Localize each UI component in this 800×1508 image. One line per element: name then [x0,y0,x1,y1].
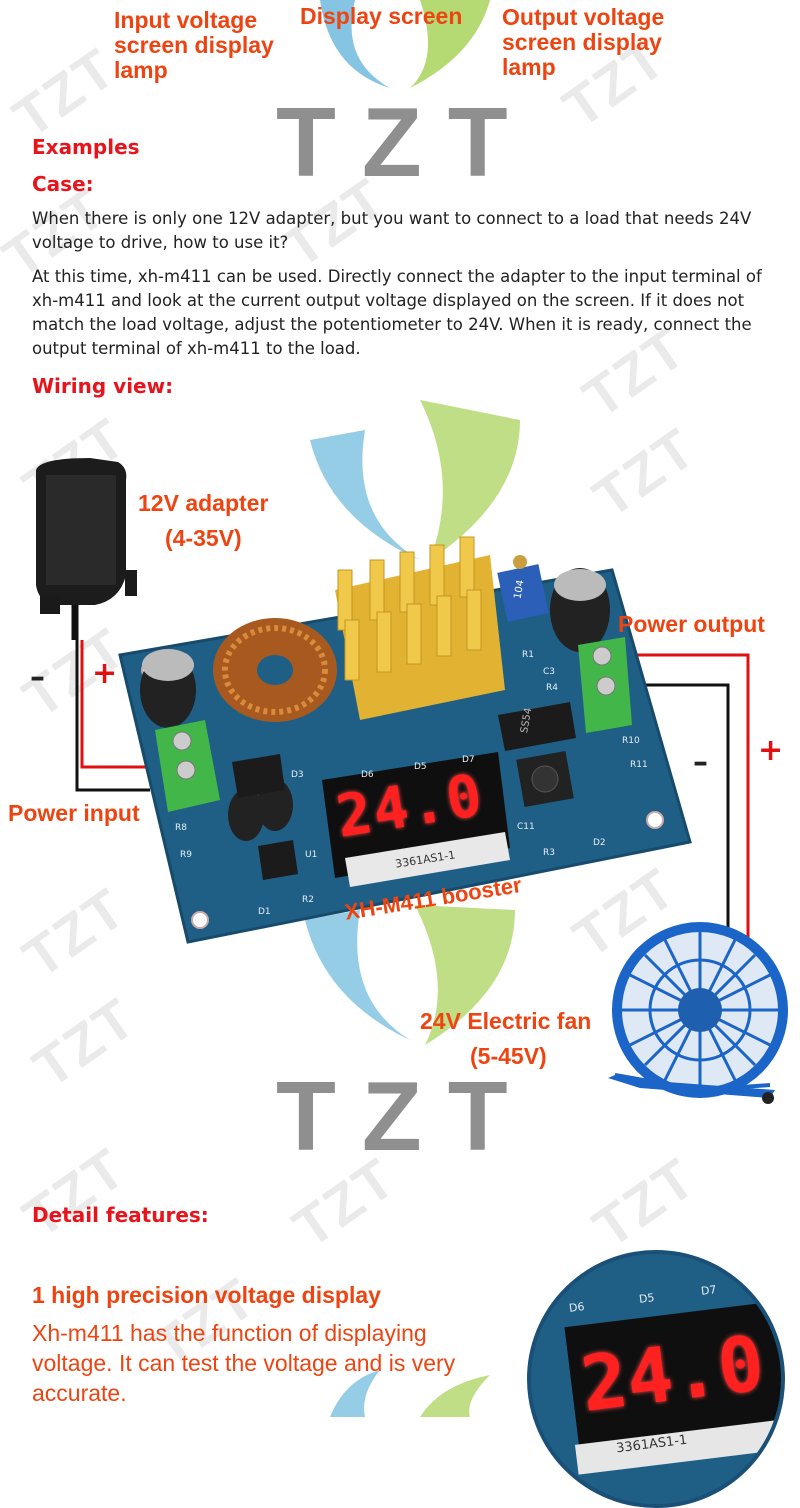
silk-r11: R11 [630,760,648,770]
adapter-image [36,458,137,640]
input-plus-symbol: + [92,656,118,691]
power-output-label: Power output [618,611,765,637]
case-paragraph-2: At this time, xh-m411 can be used. Direc… [32,267,762,358]
fan-range: (5-45V) [470,1043,547,1069]
silk-d7: D7 [462,755,475,765]
wiring-heading: Wiring view: [32,374,174,398]
silk-c11: C11 [517,822,535,832]
zoom-silk-d5: D5 [638,1291,656,1306]
silk-r2: R2 [302,895,314,905]
zoom-silk-d6: D6 [568,1300,586,1315]
silk-r1: R1 [522,650,534,660]
silk-d6: D6 [361,770,374,780]
feature-1-text: Xh-m411 has the function of displaying v… [32,1320,456,1406]
display-zoom-circle: 24.0 3361AS1-1 D6 D5 D7 [527,1250,785,1508]
examples-heading: Examples [32,135,140,159]
watermark: TZT [1,35,127,150]
fan-image [608,922,788,1104]
tzt-brand-mark: TZT [276,87,534,197]
silk-d1: D1 [258,907,271,917]
output-minus-symbol: – [693,745,708,780]
input-minus-symbol: – [30,660,45,695]
silk-r4: R4 [546,683,558,693]
silk-d2: D2 [593,838,606,848]
silk-u1: U1 [305,850,318,860]
case-paragraph-1: When there is only one 12V adapter, but … [32,209,752,252]
output-lamp-label: Output voltage screen display lamp [502,4,665,80]
wiring-diagram [36,400,788,1104]
adapter-label: 12V adapter [138,490,269,516]
zoom-silk-d7: D7 [700,1283,718,1298]
watermark: TZT [581,1145,707,1260]
display-screen-label: Display screen [300,3,463,29]
tzt-logo-graphic [320,0,490,88]
silk-d5: D5 [414,762,427,772]
silk-r8: R8 [175,823,187,833]
tzt-logo-graphic [330,1370,490,1417]
pcb-board [118,536,692,944]
features-heading: Detail features: [32,1203,209,1227]
fan-label: 24V Electric fan [420,1008,592,1034]
input-lamp-label: Input voltage screen display lamp [114,7,274,83]
power-input-label: Power input [8,800,140,826]
silk-r3: R3 [543,848,555,858]
feature-1-title: 1 high precision voltage display [32,1282,381,1308]
silk-r10: R10 [622,736,640,746]
tzt-brand-mark: TZT [276,1061,534,1171]
silk-r9: R9 [180,850,192,860]
silk-c3: C3 [543,667,556,677]
silk-d3: D3 [291,770,304,780]
case-label: Case: [32,172,94,196]
output-plus-symbol: + [758,733,784,768]
adapter-range: (4-35V) [165,525,242,551]
